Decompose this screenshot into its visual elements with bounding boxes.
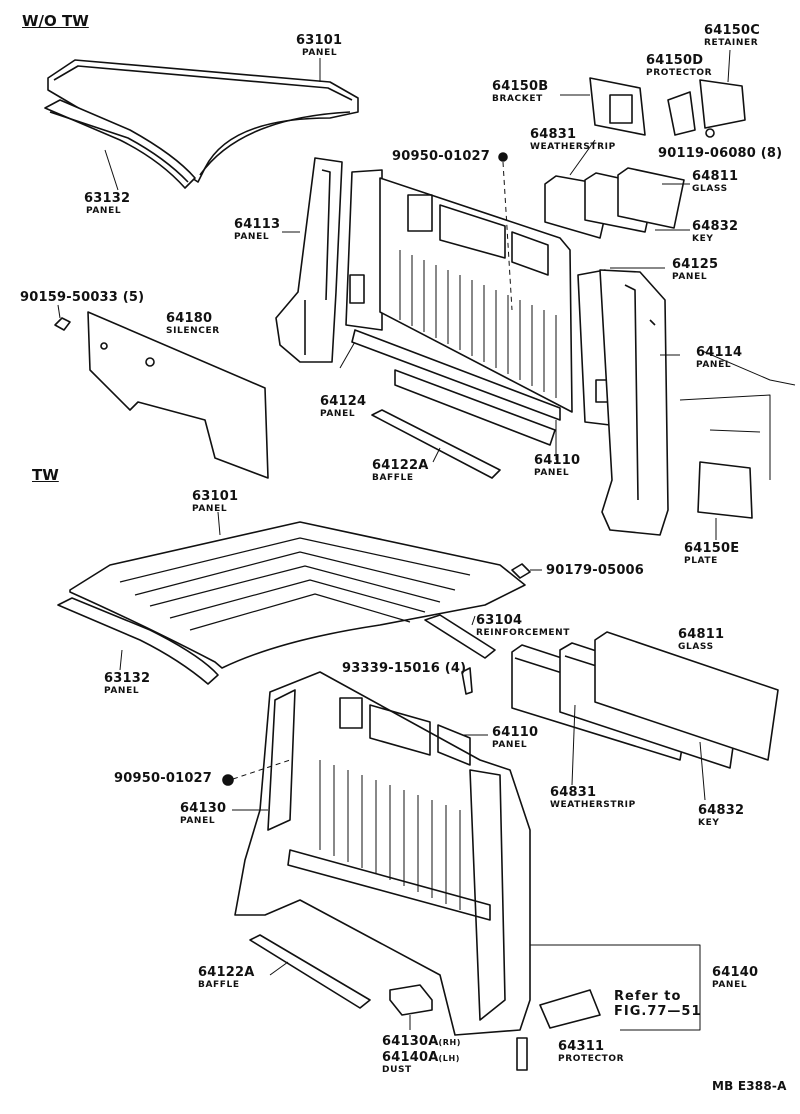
bolt-93339-drawing [461,667,473,695]
silencer-64180-drawing [87,311,269,479]
side-panel-64124-drawing [345,169,383,331]
leader-64122a-bottom [269,961,289,976]
leader-64124 [339,339,357,369]
protector-64150d-drawing [667,91,696,136]
panel-strip-drawing-bottom [57,597,219,685]
leader-64122a-top [432,447,441,463]
leader-63101-bottom [217,511,221,536]
baffle-64122a-top-drawing [371,409,501,479]
leader-64832-bottom [699,741,706,801]
lamp-refer-drawing [539,989,601,1029]
leader-63104 [471,615,476,626]
callout-64130a: 64130A(RH) [382,1034,462,1049]
bracket-64150b-drawing [589,77,646,136]
panel-strip-drawing-top [44,99,196,189]
reinforcement-63104-drawing [424,614,496,659]
dust-seal-drawing [389,984,433,1016]
clip-90950-top-drawing [498,152,508,162]
leader-64150c [727,49,731,83]
window-set-top-drawing [544,167,685,239]
leader-64831-bottom [571,704,576,786]
callout-90159: 90159-50033 (5) [20,290,145,305]
protector-64311-drawing [516,1037,528,1071]
baffle-64122a-bottom-drawing [249,934,371,1009]
plate-64150e-drawing [697,461,753,519]
callout-93339: 93339-15016 (4) [342,661,467,676]
callout-90119: 90119-06080 (8) [658,146,783,161]
side-panel-64114-drawing [599,269,669,536]
figure-code: MB E388-A [712,1079,787,1093]
back-panel-64110-drawing-top [351,177,573,446]
roof-panel-drawing-bottom [69,521,526,669]
leader-64140 [530,944,701,1031]
screw-90119-drawing [705,128,715,138]
leader-64831-top [569,139,596,176]
leader-63132-top [104,149,119,191]
window-set-bottom-drawing [511,631,779,769]
leader-90159 [57,304,61,319]
back-panel-tw-drawing [234,671,531,1036]
leader-63132-bottom [119,649,123,671]
retainer-64150c-drawing [699,79,746,129]
leader-90950-bottom [232,759,291,780]
callout-64140a: 64140A(LH)DUST [382,1050,461,1075]
section-label-tw: TW [32,466,59,484]
side-panel-64113-drawing [275,157,343,363]
leader-90950-top [502,161,513,311]
clip-90950-bottom-drawing [222,774,234,786]
screw-90159-drawing [54,317,71,331]
nut-90179-drawing [511,563,531,579]
truck-outline-drawing [679,349,796,480]
callout-90950-top: 90950-01027 [392,149,491,164]
callout-90950-bottom: 90950-01027 [114,771,213,786]
section-label-wo-tw: W/O TW [22,12,89,30]
callout-90179: 90179-05006 [546,563,645,578]
